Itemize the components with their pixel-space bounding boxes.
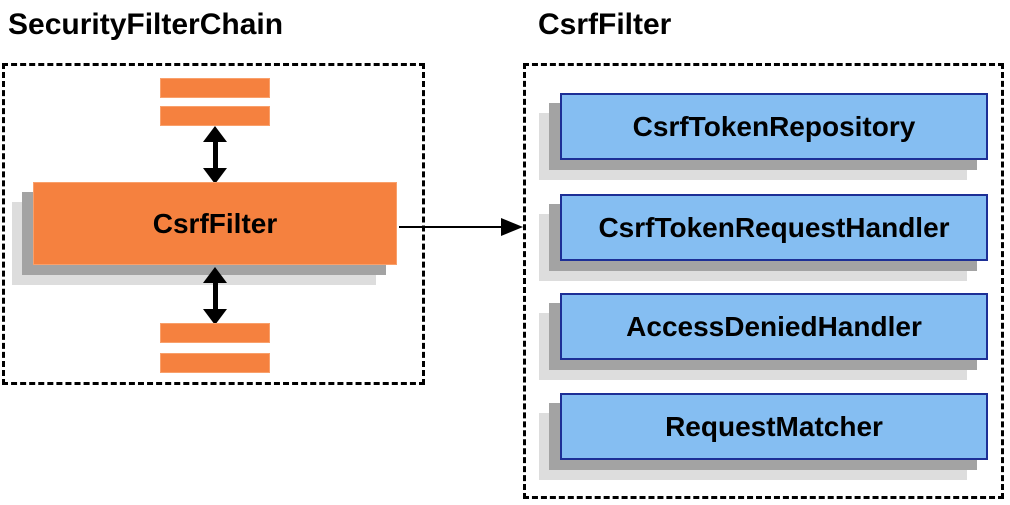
arrow-shaft	[212, 279, 218, 313]
arrow-up-head	[203, 267, 227, 283]
filter-bar	[160, 323, 270, 343]
arrow-shaft	[212, 138, 218, 172]
component-box-csrf-token-request-handler: CsrfTokenRequestHandler	[560, 194, 988, 261]
component-label: CsrfTokenRequestHandler	[598, 211, 950, 243]
component-box-csrf-token-repository: CsrfTokenRepository	[560, 93, 988, 160]
component-label: AccessDeniedHandler	[626, 310, 922, 342]
security-filter-chain-container	[2, 63, 425, 385]
arrow-right-icon	[399, 218, 523, 236]
bidirectional-arrow-icon	[203, 267, 227, 325]
csrf-filter-box-label: CsrfFilter	[152, 207, 278, 239]
arrow-right-head	[501, 218, 523, 236]
arrow-down-head	[203, 168, 227, 184]
component-box-request-matcher: RequestMatcher	[560, 393, 988, 460]
arrow-up-head	[203, 126, 227, 142]
bidirectional-arrow-icon	[203, 126, 227, 184]
csrf-filter-box: CsrfFilter	[33, 182, 397, 265]
right-panel-title: CsrfFilter	[538, 8, 672, 41]
filter-bar	[160, 78, 270, 98]
component-label: CsrfTokenRepository	[632, 110, 916, 142]
left-panel-title: SecurityFilterChain	[8, 8, 284, 41]
arrow-shaft	[399, 226, 505, 228]
arrow-down-head	[203, 309, 227, 325]
filter-bar	[160, 106, 270, 126]
component-box-access-denied-handler: AccessDeniedHandler	[560, 293, 988, 360]
filter-bar	[160, 353, 270, 373]
csrf-filter-container	[523, 63, 1004, 499]
component-label: RequestMatcher	[665, 410, 883, 442]
